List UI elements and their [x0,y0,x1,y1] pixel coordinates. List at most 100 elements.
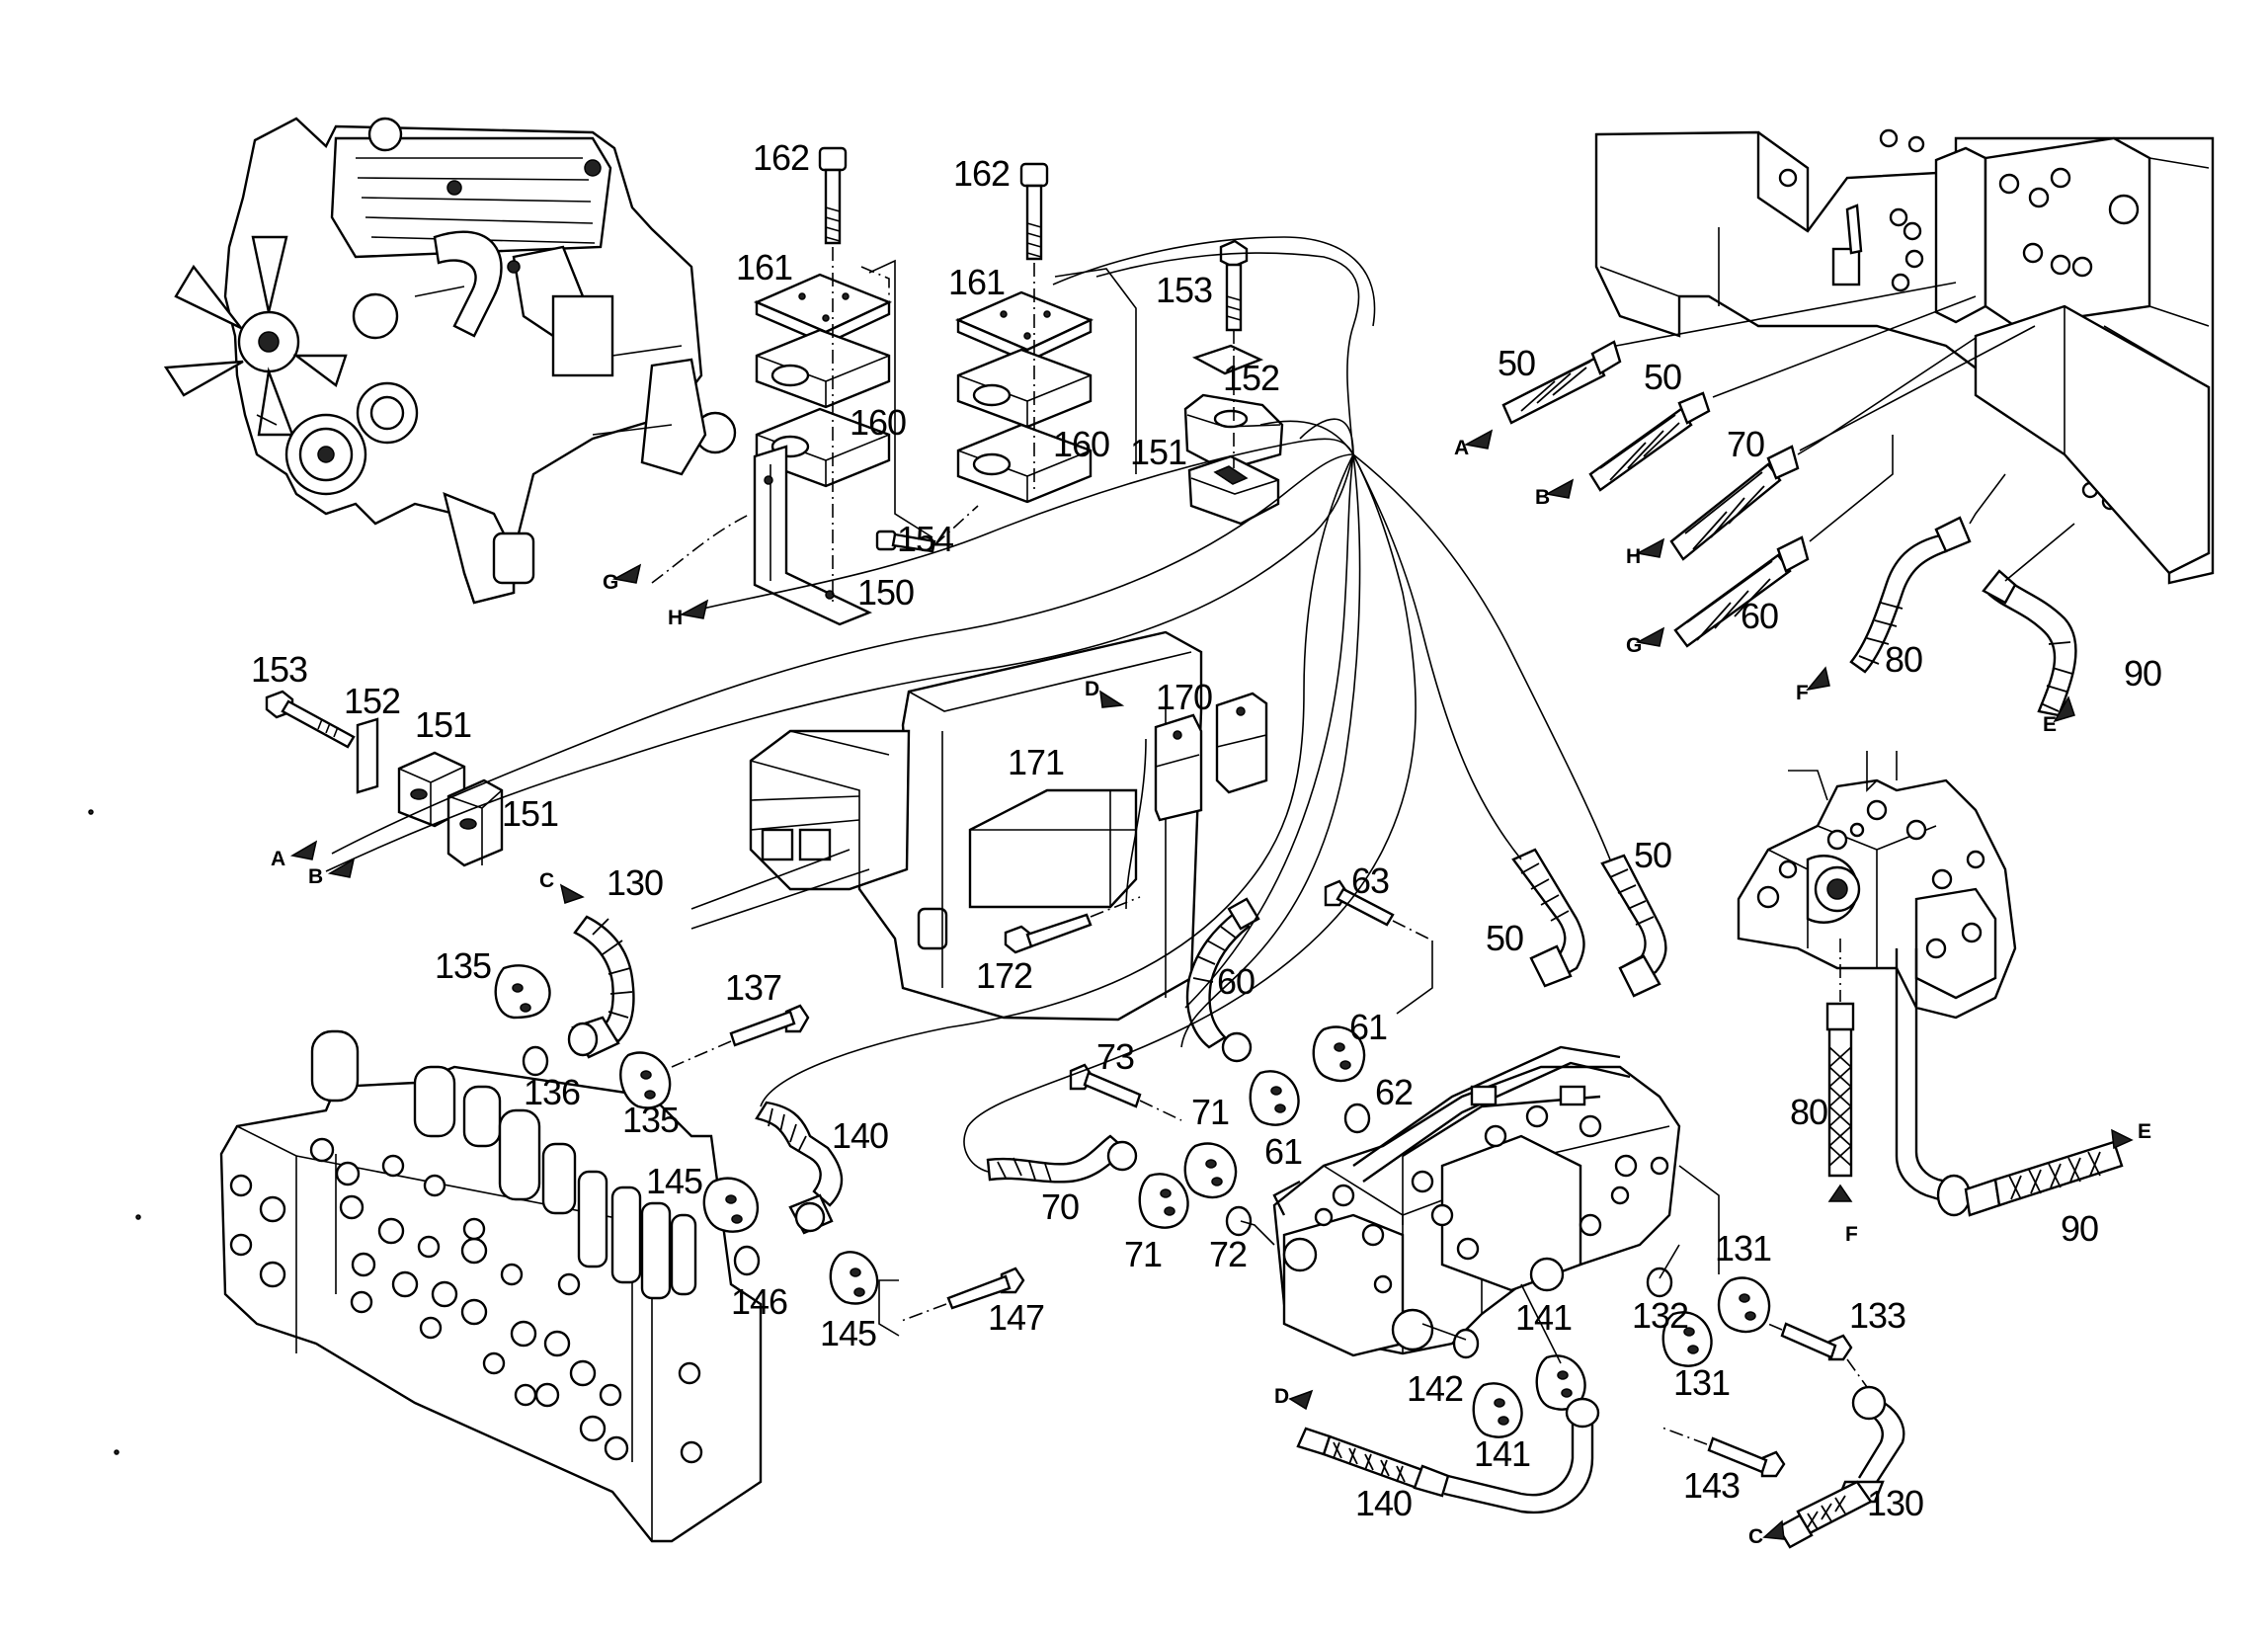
part-number-label: 130 [607,862,663,903]
part-number-label: 162 [753,137,809,178]
part-number-label: 70 [1727,424,1764,464]
arrow-icon [679,599,709,619]
part-number-label: 152 [344,681,400,721]
flange-71-lower [1138,1173,1189,1229]
part-number-label: 133 [1849,1295,1905,1336]
oring-142 [1452,1328,1480,1359]
arrow-icon [559,883,585,904]
arrow-icon [611,563,642,584]
part-number-label: 137 [725,967,781,1008]
flange-135-upper [494,964,551,1020]
hydraulic-tank-illustration [1594,128,2215,585]
part-number-label: 151 [415,704,471,745]
flange-141-lower [1472,1382,1523,1438]
connector-letter: H [1626,545,1641,568]
part-number-label: 61 [1264,1131,1302,1172]
hose-70-upper [1669,445,1800,561]
arrow-icon [1635,626,1665,647]
arrow-icon [1099,690,1125,708]
part-number-label: 162 [953,153,1010,194]
flange-61-upper [1312,1025,1366,1083]
hose-80-lower [1825,939,1855,1178]
part-number-label: 70 [1041,1186,1079,1227]
hose-130-lower [1776,1358,1905,1549]
fan-icon [163,235,348,437]
part-number-label: 140 [832,1115,888,1156]
flange-61-lower [1249,1070,1300,1126]
part-number-label: 90 [2061,1208,2098,1249]
part-number-label: 142 [1407,1368,1463,1409]
part-number-label: 61 [1349,1007,1387,1047]
part-number-label: 80 [1885,639,1922,680]
connector-letter: A [271,848,285,870]
part-number-label: 71 [1191,1092,1229,1132]
bolt-133 [1767,1322,1853,1361]
part-number-label: 146 [731,1281,787,1322]
part-number-label: 130 [1867,1483,1923,1523]
arrow-icon [1463,429,1494,450]
part-number-label: 131 [1715,1228,1771,1268]
arrow-icon [2111,1128,2134,1150]
washer-152-left [356,717,379,794]
flange-145-upper [702,1177,760,1233]
hose-50-lower-right [1600,854,1667,998]
part-number-label: 172 [976,955,1032,996]
bolt-73 [1069,1063,1182,1121]
part-number-label: 170 [1156,677,1212,717]
part-number-label: 143 [1683,1465,1740,1506]
flange-131-lower [1661,1311,1713,1367]
hose-50-upper [1501,340,1622,425]
arrow-icon [1762,1519,1785,1540]
part-number-label: 171 [1008,742,1064,782]
connector-letter: F [1796,682,1809,704]
part-number-label: 50 [1644,357,1681,397]
part-number-label: 141 [1474,1433,1530,1474]
hose-140-lower [1296,1397,1600,1514]
part-number-label: 136 [524,1072,580,1112]
connector-letter: D [1085,678,1099,700]
hose-70-lower [986,1134,1138,1184]
part-number-label: 141 [1515,1297,1572,1338]
hose-60-upper [1673,535,1810,648]
connector-letter: B [1535,486,1550,509]
arrow-icon [1827,1184,1853,1202]
bolt-63 [1324,879,1433,1015]
connector-letter: B [308,865,323,888]
part-number-label: 161 [736,247,792,287]
part-number-label: 135 [622,1100,679,1140]
clamp-151-left [397,751,504,867]
control-valve-block [219,1029,763,1543]
gear-pump-fittings [1756,799,1985,959]
flange-145-lower [829,1251,879,1305]
connector-letter: E [2043,713,2057,736]
arrow-icon [289,840,318,860]
part-number-label: 161 [948,262,1005,302]
bolt-137 [671,1004,810,1068]
hydraulic-pump-assembly [1272,1045,1681,1357]
part-number-label: 150 [857,572,914,613]
flange-71-upper [1183,1142,1238,1199]
arrow-icon [327,858,356,878]
part-number-label: 50 [1486,918,1523,958]
flange-141-upper [1535,1354,1586,1411]
part-number-label: 160 [850,402,906,443]
part-number-label: 153 [251,649,307,690]
part-number-label: 151 [502,793,558,834]
plate-171 [968,788,1138,909]
part-number-label: 60 [1741,596,1778,636]
oring-62 [1343,1103,1371,1134]
clamp-170 [1154,692,1268,822]
clamp-assembly-left [753,146,893,626]
flange-135-lower [619,1051,672,1109]
arrow-icon [1635,537,1665,558]
oring-146 [733,1245,761,1276]
pump-fittings [1314,1085,1669,1294]
connector-letter: G [1626,634,1642,657]
hose-80-upper [1849,516,1972,674]
oring-132 [1646,1267,1673,1298]
connector-arrows [289,429,2134,1540]
part-number-label: 63 [1351,860,1389,901]
routing-lines-tank [1615,282,2075,582]
valve-block-fittings [229,1137,703,1464]
